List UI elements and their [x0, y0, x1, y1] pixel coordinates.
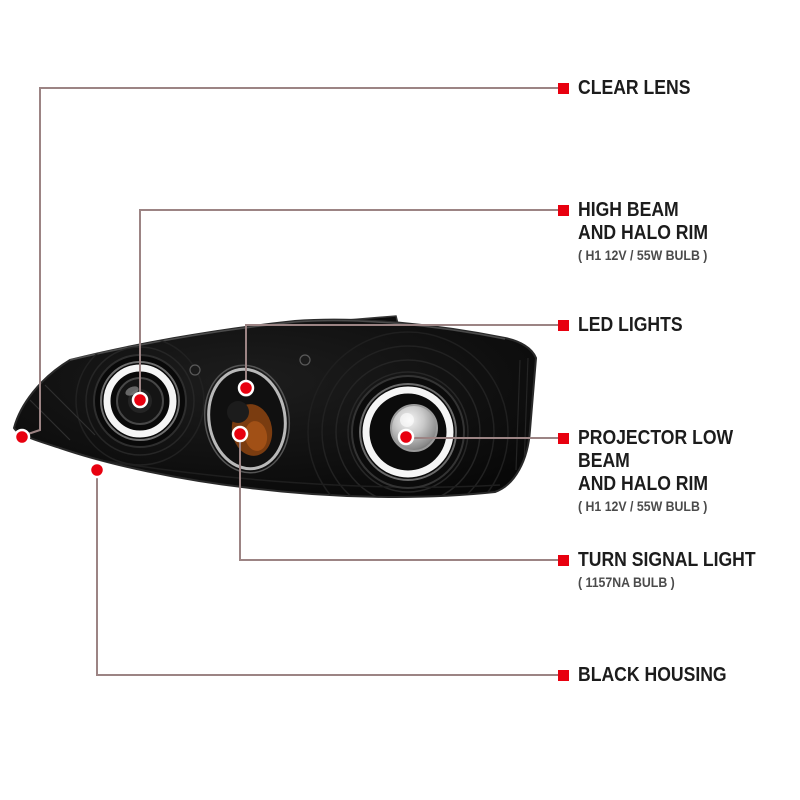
red-square-bullet: [558, 83, 569, 94]
callout-line-black-housing: [96, 472, 560, 676]
callout-lines: [21, 87, 560, 676]
small-bulb: [299, 354, 311, 366]
red-square-bullet: [558, 670, 569, 681]
callout-label: HIGH BEAM AND HALO RIM: [578, 199, 709, 244]
callout-label: PROJECTOR LOW BEAM AND HALO RIM: [578, 427, 734, 495]
callout-led-lights: LED LIGHTS: [558, 314, 697, 338]
callout-sub: ( H1 12V / 55W BULB ): [578, 247, 708, 263]
red-square-bullet: [558, 320, 569, 331]
callout-black-housing: BLACK HOUSING: [558, 664, 747, 688]
callout-high-beam: HIGH BEAM AND HALO RIM ( H1 12V / 55W BU…: [558, 199, 726, 265]
callout-projector-low-beam: PROJECTOR LOW BEAM AND HALO RIM ( H1 12V…: [558, 427, 800, 516]
callout-label: TURN SIGNAL LIGHT: [578, 549, 756, 571]
red-square-bullet: [558, 555, 569, 566]
callout-dot-led-lights: [237, 379, 255, 397]
red-square-bullet: [558, 433, 569, 444]
callout-label: LED LIGHTS: [578, 314, 683, 336]
callout-sub: ( 1157NA BULB ): [578, 574, 675, 590]
housing-top-highlight: [69, 319, 506, 361]
callout-dot-black-housing: [88, 461, 106, 479]
callout-line-led-lights: [245, 324, 560, 386]
reflector-ridges: [29, 331, 529, 497]
small-bulb: [189, 364, 201, 376]
callout-dot-clear-lens: [13, 428, 31, 446]
callout-dot-turn-signal: [231, 425, 249, 443]
callout-dot-projector: [397, 428, 415, 446]
callout-turn-signal: TURN SIGNAL LIGHT ( 1157NA BULB ): [558, 549, 780, 592]
callout-dot-high-beam: [131, 391, 149, 409]
callout-line-clear-lens: [21, 87, 560, 437]
callout-sub: ( H1 12V / 55W BULB ): [578, 498, 708, 514]
callout-dots: [13, 379, 415, 479]
callout-line-high-beam: [139, 209, 560, 396]
red-square-bullet: [558, 205, 569, 216]
callout-line-turn-signal: [239, 437, 560, 561]
callout-clear-lens: CLEAR LENS: [558, 77, 706, 101]
callout-label: CLEAR LENS: [578, 77, 691, 99]
turn-signal-unit: [203, 364, 291, 474]
callout-label: BLACK HOUSING: [578, 664, 727, 686]
